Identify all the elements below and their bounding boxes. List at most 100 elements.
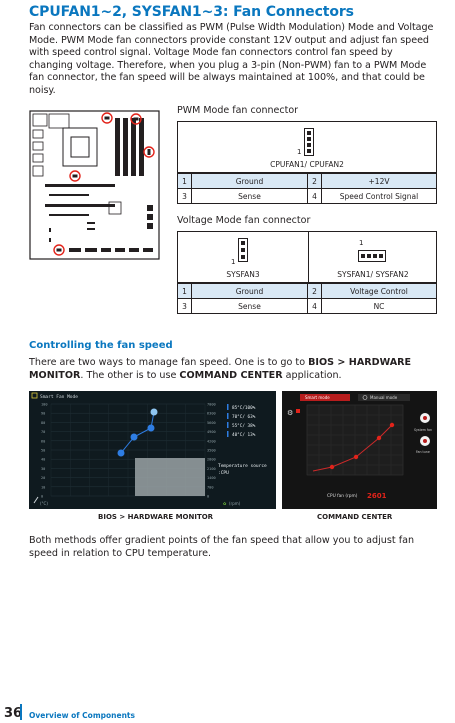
pin-number: 2 bbox=[307, 283, 322, 299]
bios-title: Smart Fan Mode bbox=[40, 394, 78, 400]
rpm-tick-label: 1400 bbox=[207, 476, 216, 480]
rpm-tick-label: 6300 bbox=[207, 412, 216, 416]
legend-item: 40°C/ 13% bbox=[232, 432, 256, 438]
closing-paragraph: Both methods offer gradient points of th… bbox=[29, 535, 415, 559]
fan-point[interactable] bbox=[147, 424, 155, 432]
fan-point[interactable] bbox=[389, 422, 395, 428]
pin-definition: NC bbox=[321, 298, 437, 314]
text-run: . The other is to use bbox=[80, 369, 180, 381]
intro-paragraph: Fan connectors can be classified as PWM … bbox=[29, 22, 434, 96]
fan-icon: ✿ bbox=[223, 501, 227, 506]
sysfan12-connector-icon bbox=[358, 250, 386, 262]
voltage-right-pin-marker: 1 bbox=[359, 239, 364, 247]
y-tick-label: 30 bbox=[41, 467, 45, 471]
rpm-tick-label: 3500 bbox=[207, 449, 216, 453]
fan-point[interactable] bbox=[353, 454, 359, 460]
rpm-tick-label: 4900 bbox=[207, 430, 216, 434]
y-tick-label: 60 bbox=[41, 439, 45, 443]
bold-run: COMMAND CENTER bbox=[179, 369, 283, 381]
caption-bios: BIOS > HARDWARE MONITOR bbox=[98, 513, 214, 521]
table-row: 1 Ground 2 Voltage Control bbox=[177, 283, 437, 299]
y-tick-label: 10 bbox=[41, 485, 45, 489]
y-tick-label: 90 bbox=[41, 412, 45, 416]
manual-mode-tab[interactable] bbox=[358, 394, 410, 401]
fan-point[interactable] bbox=[376, 435, 382, 441]
voltage-left-pin-marker: 1 bbox=[231, 258, 236, 266]
fan-point[interactable] bbox=[130, 433, 138, 441]
text-run: There are two ways to manage fan speed. … bbox=[29, 357, 309, 368]
pin-number: 1 bbox=[177, 173, 192, 189]
pin-definition: Ground bbox=[191, 173, 308, 189]
motherboard-diagram bbox=[29, 110, 160, 260]
rpm-tick-label: 2800 bbox=[207, 458, 216, 462]
pwm-pin-table: 1 Ground 2 +12V 3 Sense 4 Speed Control … bbox=[177, 173, 437, 204]
page-number: 36 bbox=[4, 706, 23, 721]
cpu-fan-value: 2601 bbox=[367, 492, 387, 500]
y-tick-label: 20 bbox=[41, 476, 45, 480]
voltage-label: Voltage Mode fan connector bbox=[177, 215, 311, 226]
pwm-pin-marker: 1 bbox=[297, 148, 302, 156]
system-fan-label: System fan bbox=[414, 428, 432, 432]
rpm-tick-label: 700 bbox=[207, 485, 214, 489]
pwm-connector-icon bbox=[304, 128, 314, 156]
pwm-label: PWM Mode fan connector bbox=[177, 105, 299, 116]
bios-x-unit: (°C) bbox=[40, 501, 48, 506]
controlling-paragraph: There are two ways to manage fan speed. … bbox=[29, 357, 439, 382]
fan-point[interactable] bbox=[329, 464, 335, 470]
caption-command-center: COMMAND CENTER bbox=[317, 513, 393, 521]
voltage-pin-table: 1 Ground 2 Voltage Control 3 Sense 4 NC bbox=[177, 283, 437, 314]
table-row: 1 Ground 2 +12V bbox=[177, 173, 437, 189]
pin-number: 4 bbox=[307, 298, 322, 314]
y-tick-label: 70 bbox=[41, 430, 45, 434]
command-center-graph: Smart mode Manual mode ⚙ System fan Fan … bbox=[282, 391, 437, 509]
voltage-connector-box: 1 SYSFAN3 1 SYSFAN1/ SYSFAN2 bbox=[177, 231, 437, 283]
y-tick-label: 0 bbox=[41, 495, 43, 499]
legend-item: 70°C/ 63% bbox=[232, 414, 256, 420]
info-icon[interactable] bbox=[296, 409, 300, 413]
pin-definition: Sense bbox=[191, 188, 308, 204]
smart-mode-tab[interactable] bbox=[300, 394, 350, 401]
pin-definition: Voltage Control bbox=[321, 283, 437, 299]
pin-definition: Sense bbox=[191, 298, 308, 314]
pin-number: 3 bbox=[177, 188, 192, 204]
footer-divider bbox=[20, 704, 22, 720]
y-tick-label: 100 bbox=[41, 403, 48, 407]
y-tick-label: 80 bbox=[41, 421, 45, 425]
sysfan3-name: SYSFAN3 bbox=[226, 270, 260, 279]
legend-item: 85°C/100% bbox=[232, 405, 256, 411]
temp-source-label: Temperature source bbox=[218, 463, 267, 469]
gear-icon[interactable]: ⚙ bbox=[287, 409, 293, 417]
temp-source-value: :CPU bbox=[218, 470, 229, 476]
y-tick-label: 40 bbox=[41, 458, 45, 462]
section-title: CPUFAN1~2, SYSFAN1~3: Fan Connectors bbox=[29, 4, 354, 20]
fan-point[interactable] bbox=[117, 449, 125, 457]
rpm-tick-label: 0 bbox=[207, 495, 209, 499]
pin-number: 2 bbox=[307, 173, 322, 189]
pin-number: 3 bbox=[177, 298, 192, 314]
table-row: 3 Sense 4 Speed Control Signal bbox=[177, 188, 437, 204]
smart-mode-label: Smart mode bbox=[305, 395, 330, 400]
fan-tune-label: Fan tune bbox=[416, 450, 430, 454]
pwm-connector-box: 1 CPUFAN1/ CPUFAN2 bbox=[177, 121, 437, 173]
manual-mode-label: Manual mode bbox=[370, 395, 398, 400]
y-tick-label: 50 bbox=[41, 449, 45, 453]
rpm-tick-label: 7000 bbox=[207, 403, 216, 407]
footer-section: Overview of Components bbox=[29, 711, 135, 720]
pin-number: 4 bbox=[307, 188, 322, 204]
command-center-screenshot: Smart mode Manual mode ⚙ System fan Fan … bbox=[282, 391, 437, 509]
rpm-tick-label: 2100 bbox=[207, 467, 216, 471]
pin-number: 1 bbox=[177, 283, 192, 299]
sysfan3-connector-icon bbox=[238, 238, 248, 262]
pwm-connector-name: CPUFAN1/ CPUFAN2 bbox=[270, 160, 344, 169]
rpm-tick-label: 5600 bbox=[207, 421, 216, 425]
sysfan12-name: SYSFAN1/ SYSFAN2 bbox=[337, 270, 409, 279]
rpm-tick-label: 4200 bbox=[207, 439, 216, 443]
text-run: application. bbox=[282, 369, 342, 381]
fan-point[interactable] bbox=[150, 408, 158, 416]
cpu-fan-label: CPU fan (rpm) bbox=[327, 493, 358, 499]
controlling-heading: Controlling the fan speed bbox=[29, 340, 173, 351]
pin-definition: Speed Control Signal bbox=[321, 188, 437, 204]
bold-run: BIOS > HARDWARE MONITOR bbox=[29, 357, 412, 381]
